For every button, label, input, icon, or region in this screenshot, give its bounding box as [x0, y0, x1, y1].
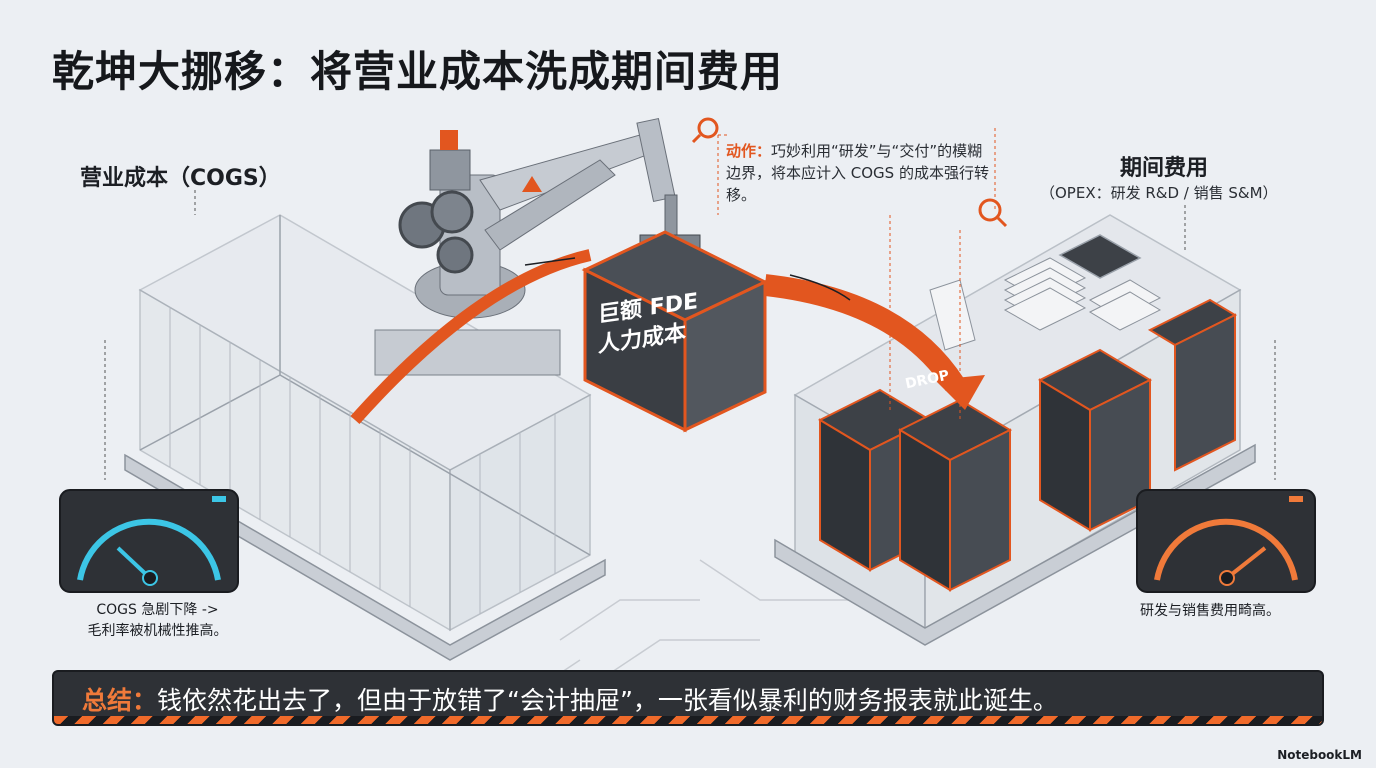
summary-prefix: 总结： — [82, 686, 158, 715]
cogs-gauge-caption-line2: 毛利率被机械性推高。 — [87, 623, 228, 639]
summary-text-line: 总结：钱依然花出去了，但由于放错了“会计抽屉”，一张看似暴利的财务报表就此诞生。 — [82, 681, 1058, 717]
cogs-label: 营业成本（COGS） — [80, 166, 281, 191]
transfer-arrow-out — [763, 274, 965, 392]
opex-sublabel: （OPEX：研发 R&D / 销售 S&M） — [1040, 184, 1278, 202]
hazard-stripe — [54, 716, 1322, 724]
page-title: 乾坤大挪移：将营业成本洗成期间费用 — [52, 47, 784, 96]
cogs-container — [124, 214, 606, 661]
cogs-gauge-caption-line1: COGS 急剧下降 -> — [96, 602, 219, 618]
opex-label: 期间费用 — [1120, 156, 1209, 181]
brand-logo: NotebookLM — [1277, 748, 1362, 762]
opex-gauge — [1136, 489, 1316, 593]
cogs-gauge-caption: COGS 急剧下降 -> 毛利率被机械性推高。 — [70, 600, 245, 642]
transfer-arrow-in — [350, 249, 592, 424]
magnifier-icon — [691, 117, 719, 144]
action-text: 巧妙利用“研发”与“交付”的模糊边界，将本应计入 COGS 的成本强行转移。 — [726, 142, 989, 204]
opex-gauge-caption: 研发与销售费用畸高。 — [1140, 603, 1280, 619]
magnifier-icon-2 — [978, 198, 1008, 228]
action-prefix: 动作： — [726, 142, 772, 160]
cogs-gauge — [59, 489, 239, 593]
opex-container — [774, 214, 1256, 646]
summary-banner: 总结：钱依然花出去了，但由于放错了“会计抽屉”，一张看似暴利的财务报表就此诞生。 — [52, 670, 1324, 726]
action-note: 动作：巧妙利用“研发”与“交付”的模糊边界，将本应计入 COGS 的成本强行转移… — [726, 140, 996, 206]
fde-cost-box — [581, 230, 769, 433]
summary-text: 钱依然花出去了，但由于放错了“会计抽屉”，一张看似暴利的财务报表就此诞生。 — [157, 686, 1058, 715]
